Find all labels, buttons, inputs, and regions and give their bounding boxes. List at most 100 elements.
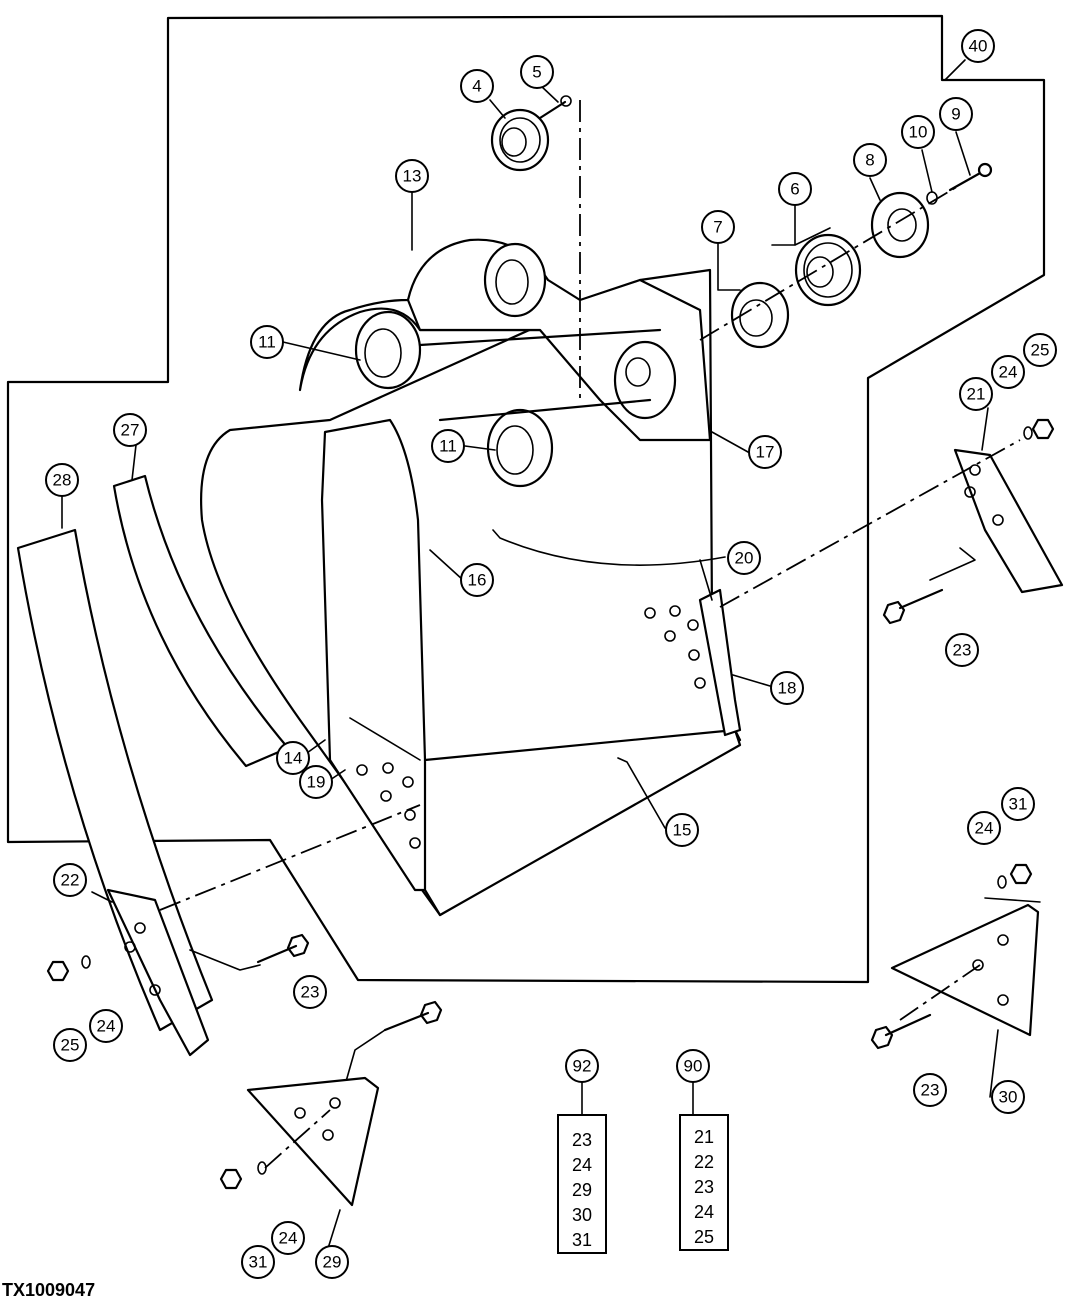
callout-24-left: 24 [89,1009,123,1043]
kit-90-item: 23 [694,1177,714,1197]
svg-text:27: 27 [121,421,140,440]
callout-25-right: 25 [1023,333,1057,367]
kit-92-item: 24 [572,1155,592,1175]
callout-8: 8 [853,143,887,177]
bushing-part [730,281,790,349]
svg-text:24: 24 [97,1017,116,1036]
callout-24-right: 24 [991,355,1025,389]
svg-text:29: 29 [323,1253,342,1272]
kit-90-label: 90 [684,1057,703,1076]
svg-text:30: 30 [999,1088,1018,1107]
svg-text:23: 23 [921,1081,940,1100]
bolt-lower-left-1 [189,933,310,971]
svg-text:15: 15 [673,821,692,840]
svg-text:13: 13 [403,167,422,186]
callout-17: 17 [748,435,782,469]
callout-10: 10 [901,115,935,149]
svg-text:25: 25 [1031,341,1050,360]
kit-90-item: 24 [694,1202,714,1222]
bolt-lower-right [870,1013,932,1050]
callout-4: 4 [460,69,494,103]
kit-90-item: 25 [694,1227,714,1247]
svg-text:20: 20 [735,549,754,568]
kit-90: 90 21 22 23 24 25 [676,1049,729,1251]
svg-text:17: 17 [756,443,775,462]
svg-text:24: 24 [975,819,994,838]
retainer-washer-part [870,191,930,259]
side-plate-left [219,1076,380,1207]
pin-part [490,95,572,172]
callout-40: 40 [961,29,995,63]
callout-23-right: 23 [945,633,979,667]
svg-text:4: 4 [472,77,481,96]
svg-text:18: 18 [778,679,797,698]
svg-text:28: 28 [53,471,72,490]
bolt-lower-left-2 [344,1000,443,1086]
kit-92-item: 23 [572,1130,592,1150]
callout-23-lower: 23 [913,1073,947,1107]
svg-text:31: 31 [249,1253,268,1272]
callout-16: 16 [460,563,494,597]
svg-text:10: 10 [909,123,928,142]
kit-90-item: 22 [694,1152,714,1172]
callout-20: 20 [727,541,761,575]
callout-25-left: 25 [53,1028,87,1062]
callout-23-left: 23 [293,975,327,1009]
svg-text:21: 21 [967,385,986,404]
callout-5: 5 [520,55,554,89]
kit-92-label: 92 [573,1057,592,1076]
side-cutter-left [46,804,421,1057]
callout-6: 6 [778,172,812,206]
svg-text:7: 7 [713,218,722,237]
svg-text:23: 23 [953,641,972,660]
svg-text:11: 11 [439,437,457,456]
callout-15: 15 [665,813,699,847]
svg-text:25: 25 [61,1036,80,1055]
side-plate-right [890,863,1041,1037]
svg-text:5: 5 [532,63,541,82]
svg-text:22: 22 [61,871,80,890]
callout-14: 14 [276,741,310,775]
callout-29: 29 [315,1245,349,1279]
svg-text:11: 11 [258,333,276,352]
svg-text:9: 9 [951,105,960,124]
figure-id: TX1009047 [2,1280,96,1300]
bushing-centerline [699,184,961,341]
svg-text:14: 14 [284,749,303,768]
svg-text:6: 6 [790,180,799,199]
callout-30: 30 [991,1080,1025,1114]
kit-92: 92 23 24 29 30 31 [557,1049,607,1254]
svg-text:8: 8 [865,151,874,170]
wear-strip-outer [16,528,214,1032]
svg-text:16: 16 [468,571,487,590]
callout-11-upper: 11 [250,325,284,359]
kit-92-item: 30 [572,1205,592,1225]
callout-28: 28 [45,463,79,497]
kit-92-item: 31 [572,1230,592,1250]
side-cutter-right [719,418,1064,608]
svg-text:24: 24 [999,363,1018,382]
callout-31-right: 31 [1001,787,1035,821]
svg-text:40: 40 [969,37,988,56]
callout-24-lower-left: 24 [271,1221,305,1255]
assembly-boundary-outline [6,14,1046,984]
callout-31-left: 31 [241,1245,275,1279]
callout-21: 21 [959,377,993,411]
shim-pack-part [794,233,862,307]
callout-13: 13 [395,159,429,193]
callout-24-lower-right: 24 [967,811,1001,845]
svg-text:23: 23 [301,983,320,1002]
callout-22: 22 [53,863,87,897]
callout-7: 7 [701,210,735,244]
callout-19: 19 [299,765,333,799]
kit-92-item: 29 [572,1180,592,1200]
callout-18: 18 [770,671,804,705]
svg-text:24: 24 [279,1229,298,1248]
callout-9: 9 [939,97,973,131]
svg-text:19: 19 [307,773,326,792]
callout-11-lower: 11 [431,429,465,463]
svg-text:31: 31 [1009,795,1028,814]
kit-90-item: 21 [694,1127,714,1147]
bolt-upper-right [882,547,976,625]
